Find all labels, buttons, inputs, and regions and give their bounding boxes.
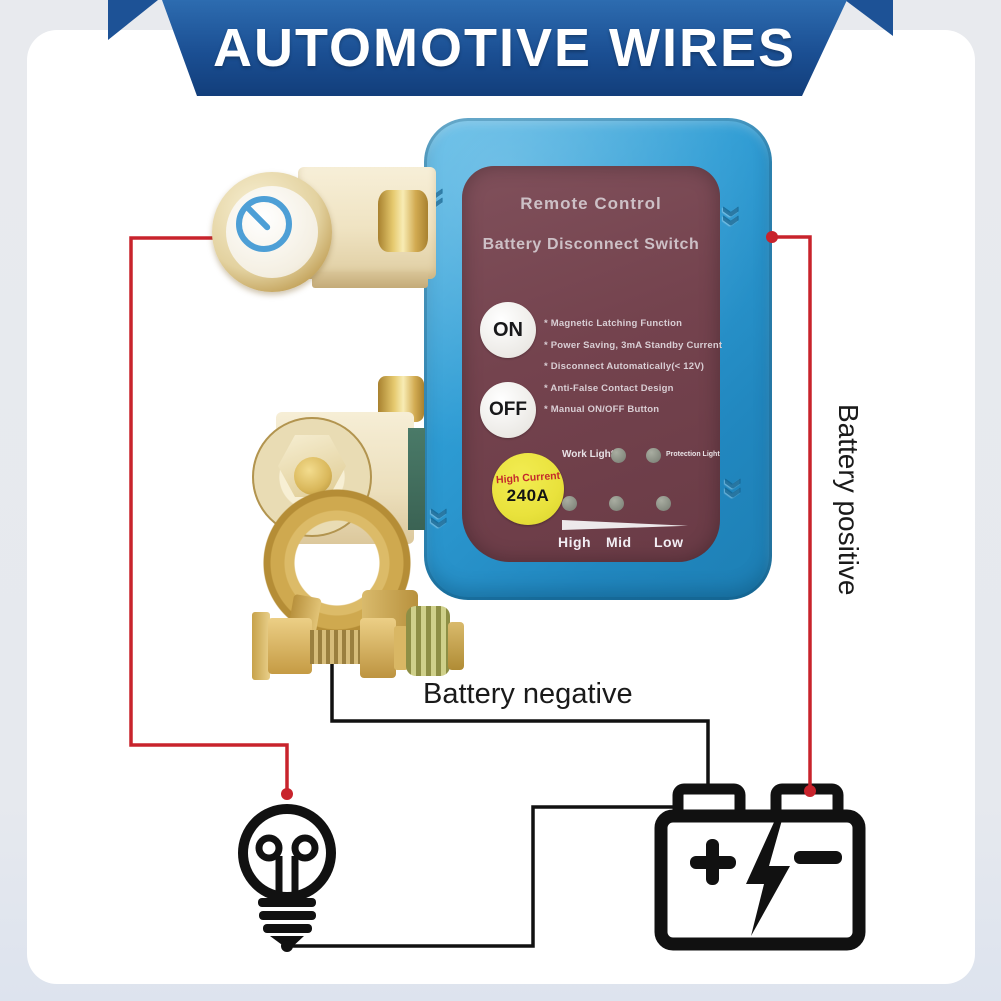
device-title-line2: Battery Disconnect Switch [482, 236, 700, 253]
level-led-mid [609, 496, 624, 511]
feature-item: * Anti-False Contact Design [544, 382, 674, 394]
plus-icon [706, 839, 719, 885]
on-button: ON [480, 302, 536, 358]
level-indicator-wedge [562, 520, 688, 530]
backing-plate-edge [408, 428, 425, 530]
level-mid-label: Mid [606, 534, 632, 550]
battery-icon [654, 783, 866, 951]
battery-positive-label: Battery positive [833, 404, 864, 596]
protection-light-led [646, 448, 661, 463]
level-low-label: Low [654, 534, 684, 550]
level-high-label: High [558, 534, 592, 550]
current-rating-badge: High Current 240A [492, 453, 564, 525]
brass-post [378, 190, 428, 252]
banner: AUTOMOTIVE WIRES [162, 0, 847, 96]
clamp-bolt-head [268, 618, 312, 674]
clamp-wing-nut [406, 606, 450, 676]
feature-item: * Manual ON/OFF Button [544, 404, 660, 415]
terminal-cap [212, 172, 332, 292]
feature-list: * Magnetic Latching Function * Power Sav… [544, 318, 723, 427]
chevron-decoration-icon: » [713, 476, 758, 500]
protection-light-label: Protection Light [666, 451, 720, 458]
chevron-decoration-icon: » [419, 506, 464, 530]
feature-item: * Power Saving, 3mA Standby Current [544, 339, 723, 351]
clamp-bolt-end [448, 622, 464, 670]
work-light-label: Work Light [562, 449, 615, 460]
badge-amperage-label: 240A [506, 486, 550, 505]
off-button: OFF [480, 382, 536, 438]
feature-item: * Disconnect Automatically(< 12V) [544, 361, 705, 372]
minus-icon [794, 851, 842, 864]
device-label-panel: Remote Control Battery Disconnect Switch… [462, 166, 723, 562]
banner-title: AUTOMOTIVE WIRES [212, 18, 797, 78]
battery-negative-label: Battery negative [423, 678, 633, 710]
clamp-bolt-thread [310, 630, 362, 664]
level-led-high [562, 496, 577, 511]
top-terminal-bracket-lip [312, 272, 428, 288]
lightning-icon [746, 820, 790, 936]
device-title-line1: Remote Control [520, 194, 662, 213]
work-light-led [611, 448, 626, 463]
bulb-icon [238, 804, 336, 950]
level-led-low [656, 496, 671, 511]
clamp-bolt-block [360, 618, 396, 678]
feature-item: * Magnetic Latching Function [544, 318, 683, 329]
badge-high-current-label: High Current [495, 469, 561, 487]
